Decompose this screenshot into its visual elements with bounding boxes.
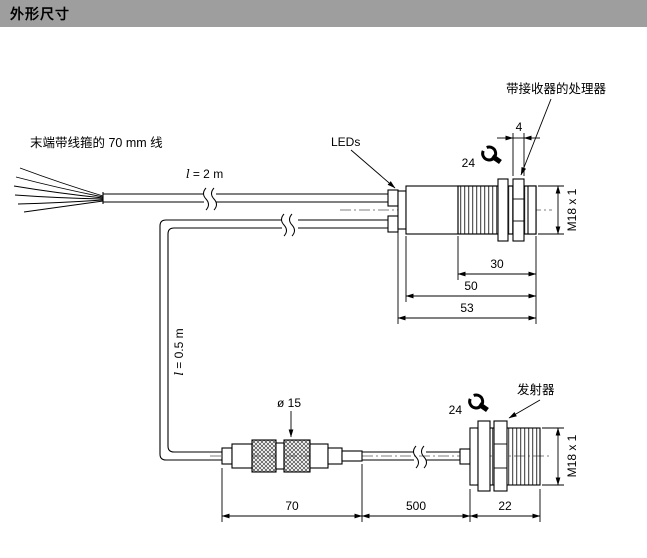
dimension-53: 53 bbox=[397, 231, 537, 324]
dim-4-label: 4 bbox=[516, 120, 523, 134]
section-title: 外形尺寸 bbox=[10, 5, 70, 22]
cable-gland bbox=[341, 450, 363, 462]
length-symbol: l bbox=[172, 372, 186, 376]
dimension-thread-spec: M18 x 1 bbox=[542, 427, 579, 486]
wrench-icon bbox=[482, 145, 501, 164]
length-value: = 2 m bbox=[193, 167, 223, 181]
wrench-icon bbox=[469, 393, 488, 412]
emitter-device-label: 发射器 bbox=[517, 382, 555, 397]
mounting-nut bbox=[493, 420, 508, 492]
length-value: = 0.5 m bbox=[172, 328, 186, 368]
cable-break-symbol bbox=[413, 445, 427, 469]
cable-2m bbox=[103, 187, 388, 211]
dimension-70: 70 bbox=[221, 464, 363, 522]
cable-05m-length-label: l = 0.5 m bbox=[172, 328, 186, 375]
dimension-50: 50 bbox=[405, 236, 537, 302]
receiver-assembly: 末端带线箍的 70 mm 线 l= 2 m LEDs 带接收器的处理器 24 4… bbox=[13, 81, 607, 461]
dimension-22: 22 bbox=[469, 489, 541, 522]
receiver-leader-arrow bbox=[520, 98, 552, 176]
receiver-body bbox=[397, 178, 537, 242]
dimension-500: 500 bbox=[361, 489, 471, 522]
receiver-device-label: 带接收器的处理器 bbox=[506, 81, 607, 96]
wrench-size-label: 24 bbox=[449, 403, 463, 417]
emitter-body bbox=[469, 420, 541, 492]
cable-05m bbox=[159, 213, 388, 461]
cable-gland bbox=[387, 215, 399, 233]
washer bbox=[497, 178, 509, 242]
dim-500-label: 500 bbox=[406, 499, 426, 513]
pigtail-label: 末端带线箍的 70 mm 线 bbox=[30, 135, 163, 150]
cable-break-symbol bbox=[203, 187, 217, 211]
rear-cap bbox=[527, 185, 537, 235]
dimension-30: 30 bbox=[457, 236, 537, 324]
dimension-nut-width: 4 bbox=[497, 120, 540, 176]
thread-spec-label: M18 x 1 bbox=[565, 434, 579, 477]
thread-spec-label: M18 x 1 bbox=[565, 188, 579, 231]
dim-70-label: 70 bbox=[285, 499, 299, 513]
cable-break-symbol bbox=[281, 213, 295, 237]
dim-30-label: 30 bbox=[490, 257, 504, 271]
front-section bbox=[470, 428, 478, 485]
mounting-nut bbox=[512, 178, 525, 242]
dim-50-label: 50 bbox=[464, 279, 478, 293]
front-bezel bbox=[397, 190, 407, 230]
leds-leader-arrow bbox=[350, 149, 396, 189]
connector-assembly bbox=[221, 439, 363, 473]
cable-2m-length-label: l= 2 m bbox=[186, 167, 223, 181]
leds-label: LEDs bbox=[331, 135, 360, 149]
washer bbox=[477, 420, 491, 492]
dim-22-label: 22 bbox=[498, 499, 512, 513]
cable-gland bbox=[387, 189, 399, 207]
pigtail-wires bbox=[13, 167, 104, 213]
emitter-leader-arrow bbox=[508, 399, 541, 419]
emitter-assembly: l = 0.5 m ø 15 bbox=[172, 328, 579, 522]
knurled-ring bbox=[251, 439, 277, 473]
knurled-ring bbox=[283, 439, 311, 473]
dim-53-label: 53 bbox=[460, 301, 474, 315]
length-symbol: l bbox=[186, 167, 190, 181]
wrench-size-label: 24 bbox=[462, 156, 476, 170]
dimension-thread-spec: M18 x 1 bbox=[538, 185, 579, 235]
section-header: 外形尺寸 bbox=[0, 0, 647, 27]
cable-gland bbox=[459, 448, 471, 465]
connector-diameter-label: ø 15 bbox=[277, 396, 301, 410]
cable-500 bbox=[362, 445, 471, 469]
